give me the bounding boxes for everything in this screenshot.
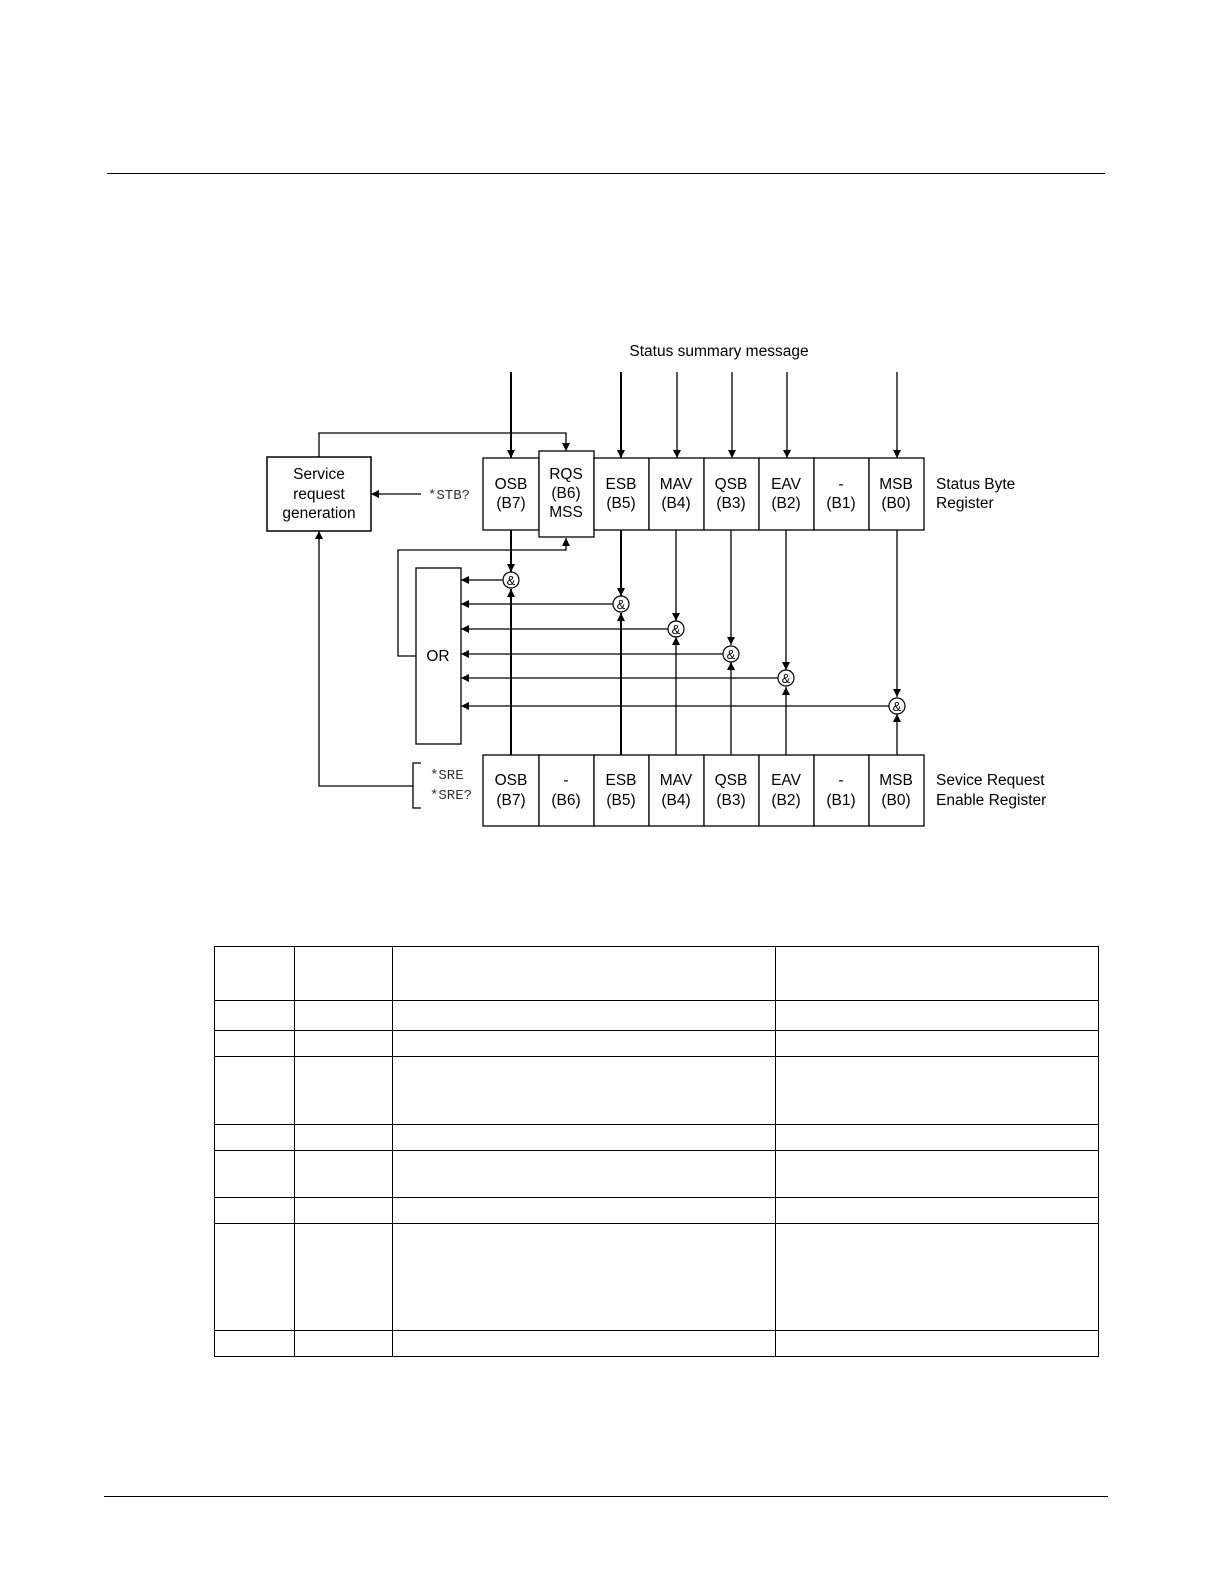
table-row — [214, 1030, 1099, 1057]
svg-text:Service: Service — [293, 466, 345, 483]
svg-text:MAV: MAV — [660, 772, 693, 789]
svg-text:(B7): (B7) — [496, 792, 525, 809]
svg-text:QSB: QSB — [715, 476, 748, 493]
service-request-enable-register: OSB (B7) - (B6) ESB (B5) MAV (B4) QSB (B… — [482, 754, 925, 827]
svg-text:(B5): (B5) — [606, 495, 635, 512]
svg-text:generation: generation — [282, 505, 355, 522]
svg-text:(B0): (B0) — [881, 792, 910, 809]
stb-query-label: *STB? — [428, 488, 470, 504]
service-request-generation-box: Service request generation — [266, 456, 372, 532]
svg-text:RQS: RQS — [549, 466, 583, 483]
svg-text:(B1): (B1) — [826, 495, 855, 512]
svg-text:-: - — [563, 772, 568, 789]
sre-bracket — [412, 762, 421, 809]
and-gate-wiring — [461, 530, 901, 755]
table-row — [214, 1197, 1099, 1224]
sre-register-label: Sevice Request — [936, 772, 1045, 789]
svg-text:&: & — [782, 671, 791, 686]
svg-text:(B0): (B0) — [881, 495, 910, 512]
svg-text:OR: OR — [426, 648, 449, 665]
table-row — [214, 1150, 1099, 1198]
sre-query-label: *SRE? — [430, 788, 472, 804]
svg-text:&: & — [672, 622, 681, 637]
register-bit-table — [214, 946, 1099, 1357]
or-output-line — [397, 538, 570, 657]
table-row — [214, 1223, 1099, 1331]
header-rule — [107, 173, 1105, 174]
svg-text:(B1): (B1) — [826, 792, 855, 809]
rqs-feed-line — [318, 432, 570, 457]
svg-text:&: & — [893, 699, 902, 714]
table-row — [214, 1330, 1099, 1357]
status-byte-register: OSB (B7) RQS (B6) MSS ESB (B5) MAV (B4) … — [482, 450, 925, 538]
svg-text:ESB: ESB — [605, 476, 636, 493]
svg-text:-: - — [838, 772, 843, 789]
svg-text:(B3): (B3) — [716, 495, 745, 512]
svg-text:(B4): (B4) — [661, 792, 690, 809]
svg-text:request: request — [293, 486, 345, 503]
svg-text:(B3): (B3) — [716, 792, 745, 809]
svg-text:(B2): (B2) — [771, 792, 800, 809]
status-summary-label: Status summary message — [629, 343, 808, 360]
svg-text:QSB: QSB — [715, 772, 748, 789]
status-byte-register-label-2: Register — [936, 495, 994, 512]
footer-rule — [104, 1496, 1108, 1497]
svg-text:-: - — [838, 476, 843, 493]
svg-text:(B4): (B4) — [661, 495, 690, 512]
svg-text:MAV: MAV — [660, 476, 693, 493]
table-row — [214, 946, 1099, 1001]
svg-text:OSB: OSB — [495, 476, 528, 493]
svg-text:&: & — [727, 647, 736, 662]
sre-register-label-2: Enable Register — [936, 792, 1046, 809]
svg-text:&: & — [507, 573, 516, 588]
sre-command-label: *SRE — [430, 768, 464, 784]
svg-text:(B6): (B6) — [551, 792, 580, 809]
svg-text:(B7): (B7) — [496, 495, 525, 512]
svg-text:EAV: EAV — [771, 772, 802, 789]
svg-text:MSS: MSS — [549, 504, 583, 521]
svg-text:OSB: OSB — [495, 772, 528, 789]
summary-input-arrows — [507, 372, 901, 458]
svg-text:(B5): (B5) — [606, 792, 635, 809]
svg-text:(B2): (B2) — [771, 495, 800, 512]
table-row — [214, 1056, 1099, 1125]
sre-to-service-line — [315, 531, 413, 787]
svg-text:&: & — [617, 597, 626, 612]
table-row — [214, 1000, 1099, 1031]
table-row — [214, 1124, 1099, 1151]
svg-text:ESB: ESB — [605, 772, 636, 789]
svg-text:EAV: EAV — [771, 476, 802, 493]
svg-text:MSB: MSB — [879, 476, 913, 493]
status-byte-register-label: Status Byte — [936, 476, 1015, 493]
or-gate: OR — [415, 567, 462, 745]
svg-text:MSB: MSB — [879, 772, 913, 789]
and-gates: & & & & & & — [502, 571, 906, 715]
svg-text:(B6): (B6) — [551, 485, 580, 502]
